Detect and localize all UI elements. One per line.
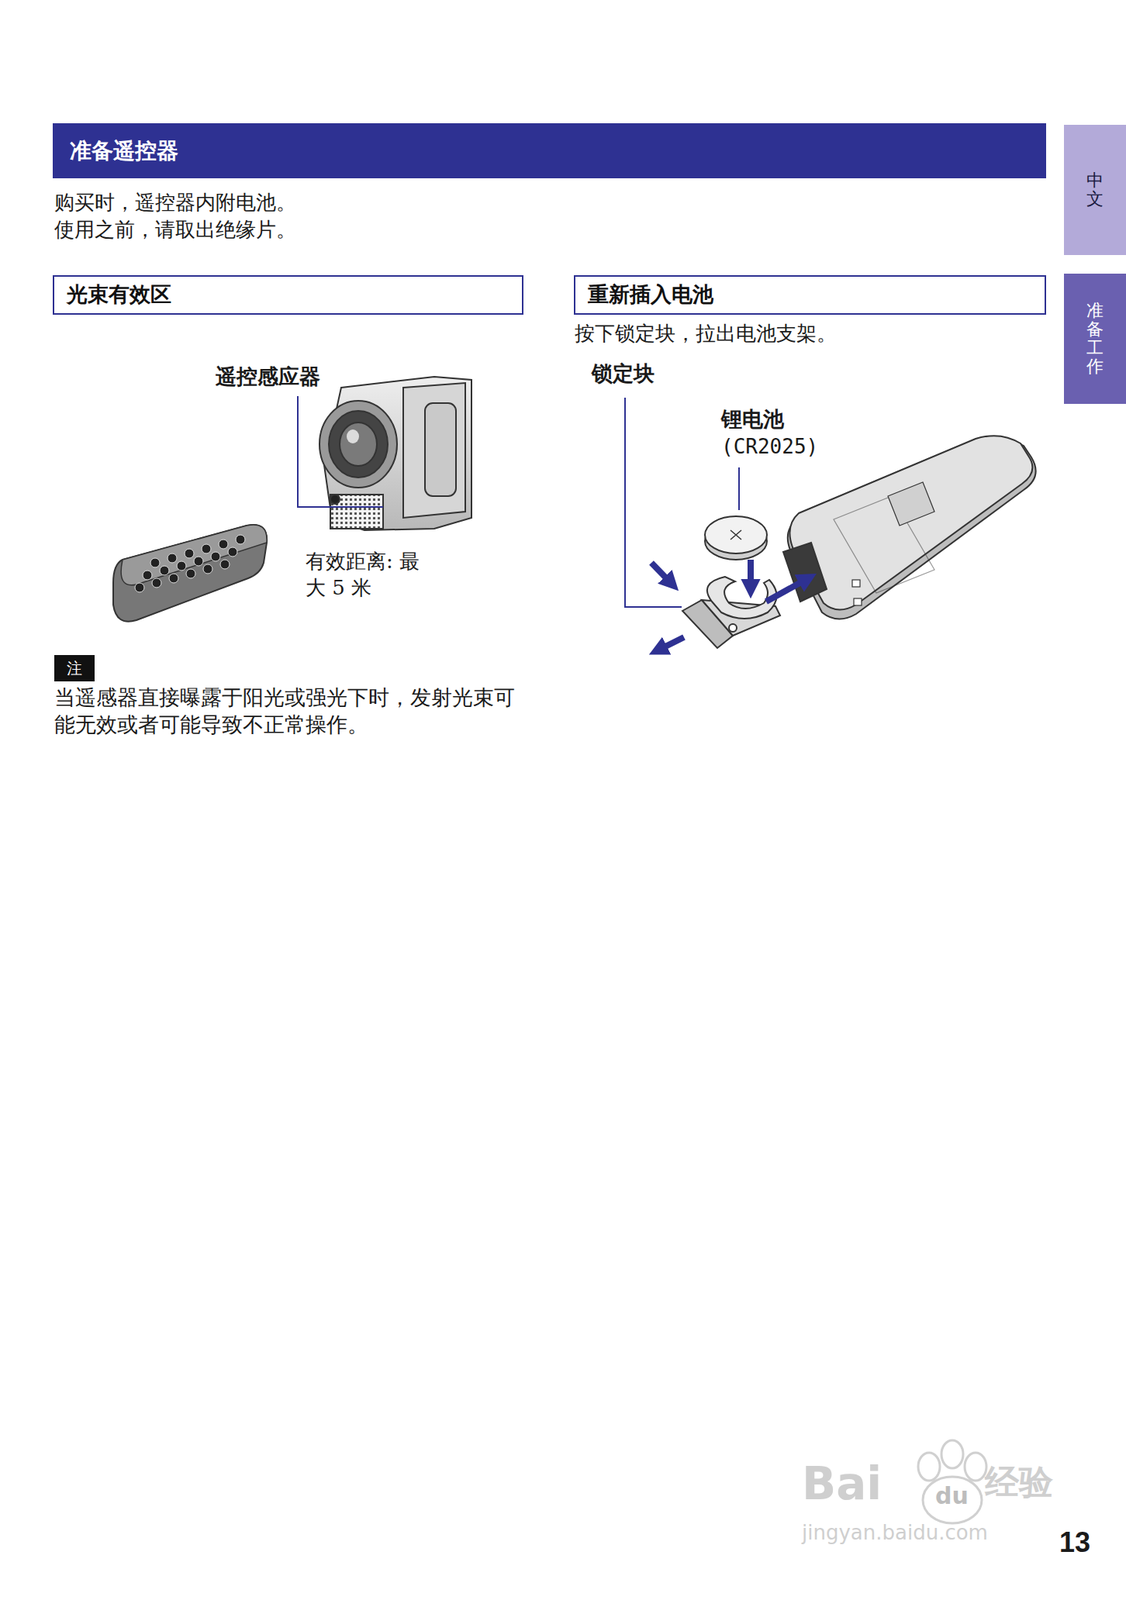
side-tab: 中文	[1063, 124, 1126, 256]
tab-label: 中文	[1086, 171, 1104, 209]
watermark: du	[935, 1482, 969, 1511]
remote-back	[783, 435, 1037, 619]
intro-text: 使用之前，请取出绝缘片。	[54, 217, 297, 242]
watermark: Bai	[801, 1457, 882, 1513]
range-note: 有效距离: 最大 5 米	[305, 549, 422, 602]
heading-text: 重新插入电池	[587, 282, 714, 308]
tab-label: 准备工作	[1086, 301, 1104, 377]
section-heading-box: 光束有效区	[52, 275, 524, 315]
side-tab: 准备工作	[1063, 273, 1126, 405]
heading-text: 光束有效区	[66, 282, 172, 308]
watermark-paw	[918, 1440, 987, 1524]
heading-text: 注	[66, 659, 83, 678]
battery-type: (CR2025)	[721, 435, 819, 460]
watermark: 经验	[984, 1462, 1054, 1504]
section-heading-box: 重新插入电池	[573, 275, 1047, 315]
note-tag: 注	[54, 655, 95, 682]
motion-arrow	[651, 559, 810, 652]
note-text: 当遥感器直接曝露于阳光或强光下时，发射光束可能无效或者可能导致不正常操作。	[54, 683, 520, 739]
section-title: 准备遥控器	[69, 136, 179, 166]
part-name: 锁定块	[591, 361, 655, 387]
battery-holder	[682, 576, 781, 649]
leader-line	[625, 397, 682, 608]
part-name: 锂电池	[721, 407, 785, 432]
lithium-battery	[704, 516, 767, 560]
watermark: jingyan.baidu.com	[801, 1521, 988, 1546]
leader-line	[297, 396, 384, 508]
part-name: 遥控感应器	[215, 364, 321, 390]
leader-line	[738, 467, 740, 511]
intro-text: 购买时，遥控器内附电池。	[54, 190, 297, 215]
remote-control	[113, 525, 267, 622]
title-band	[52, 123, 1047, 179]
page-number: 13	[1059, 1526, 1091, 1560]
instruction-text: 按下锁定块，拉出电池支架。	[574, 321, 837, 346]
